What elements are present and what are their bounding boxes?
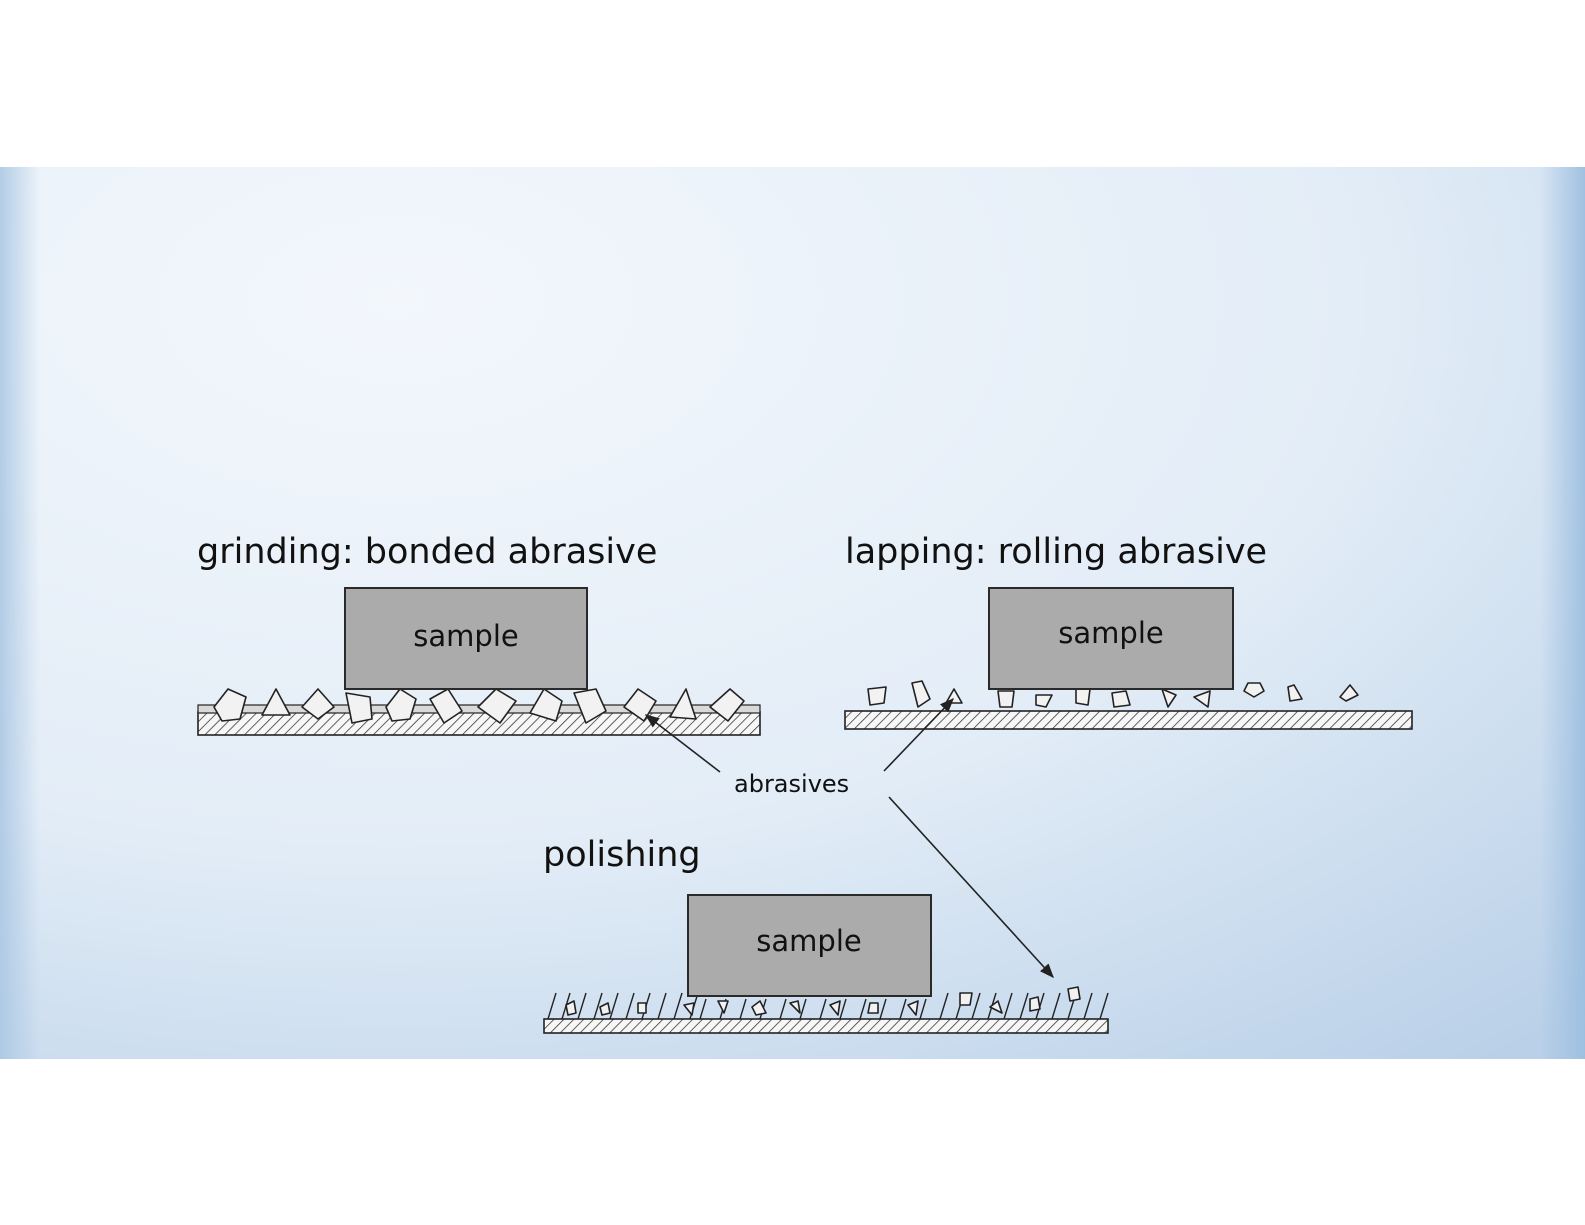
slide-background: grinding: bonded abrasive sample lapping… (0, 167, 1585, 1059)
grinding-sample-label: sample (413, 619, 518, 653)
lapping-title: lapping: rolling abrasive (845, 532, 1267, 572)
lapping-plate (845, 711, 1412, 729)
grinding-title: grinding: bonded abrasive (197, 532, 657, 572)
polishing-plate (544, 1019, 1108, 1033)
polishing-title: polishing (543, 835, 701, 875)
polishing-sample-label: sample (756, 924, 861, 958)
lapping-sample-label: sample (1058, 616, 1163, 650)
abrasive-process-diagram: grinding: bonded abrasive sample lapping… (0, 167, 1585, 1059)
abrasives-label: abrasives (734, 770, 849, 798)
